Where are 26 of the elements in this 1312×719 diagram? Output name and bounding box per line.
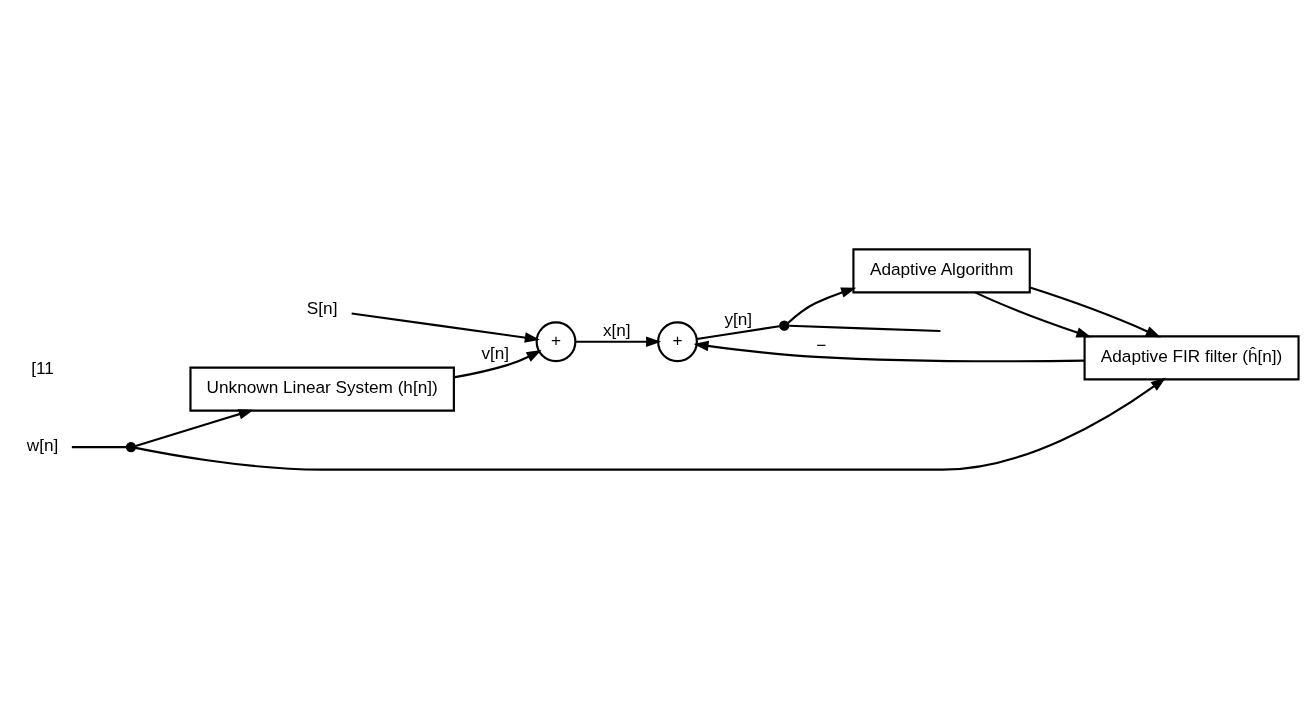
edge-label: v[n] xyxy=(481,342,510,363)
node-circle: + xyxy=(535,321,577,363)
arrow xyxy=(974,291,1092,338)
arrow xyxy=(135,409,254,448)
arrow xyxy=(1029,286,1161,338)
node-circle xyxy=(125,441,137,453)
arrow xyxy=(575,336,662,348)
arrow xyxy=(351,312,540,343)
node-box: Unknown Linear System (h[n]) xyxy=(189,366,455,412)
connector xyxy=(789,324,941,333)
node-circle xyxy=(779,320,790,331)
arrow xyxy=(693,340,1085,363)
edge-label: − xyxy=(816,335,827,356)
arrow xyxy=(135,377,1166,471)
node-text: S[n] xyxy=(306,297,338,318)
node-circle: + xyxy=(657,321,698,363)
arrow xyxy=(787,287,857,324)
arrow xyxy=(453,350,542,379)
connector xyxy=(71,446,127,449)
connector xyxy=(696,325,780,340)
node-text: w[n] xyxy=(26,435,59,456)
edge-label: y[n] xyxy=(724,309,753,330)
edge-label: x[n] xyxy=(602,320,631,341)
node-box: Adaptive FIR filter (ĥ[n]) xyxy=(1083,335,1300,381)
node-box: Adaptive Algorithm xyxy=(852,248,1031,294)
label: [11 xyxy=(31,357,54,378)
